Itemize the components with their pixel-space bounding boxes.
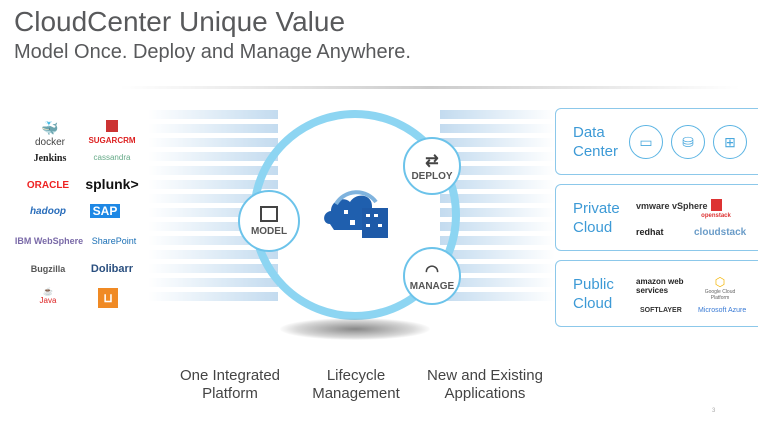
divider [120,86,740,89]
network-icon: ⊞ [713,125,747,159]
openstack-logo: openstack [696,199,736,219]
cloud-sync-icon: ⇄ [425,152,439,170]
right-stripes [440,110,555,310]
vmware-logo: vmware vSphere [636,201,708,211]
sharepoint-logo: SharePoint [91,236,137,246]
window-icon [260,205,278,222]
softlayer-logo: SOFTLAYER [640,307,682,314]
manage-node[interactable]: ◠ MANAGE [403,247,461,305]
cloudstack-logo: cloudstack [694,227,747,238]
deploy-node[interactable]: ⇄ DEPLOY [403,137,461,195]
splunk-logo: splunk> [85,176,139,192]
deploy-label: DEPLOY [411,170,453,182]
websphere-logo: IBM WebSphere [14,236,84,246]
left-stripes [148,110,278,310]
slide-title: CloudCenter Unique Value [14,6,346,37]
hadoop-logo: hadoop [29,206,67,217]
slide-subtitle: Model Once. Deploy and Manage Anywhere. [14,41,411,63]
cloudcenter-icon [322,190,392,242]
dolibarr-logo: Dolibarr [90,263,134,275]
gauge-icon: ◠ [425,262,439,280]
sugarcrm-logo: SUGARCRM [82,120,142,146]
storage-icon: ⛁ [671,125,705,159]
server-icon: ▭ [629,125,663,159]
aws-logo: amazon web services [636,277,684,295]
bugzilla-logo: Bugzilla [30,264,66,274]
sap-logo: SAP [90,204,120,218]
platform-shadow [280,318,430,340]
oracle-logo: ORACLE [26,180,70,191]
model-node[interactable]: MODEL [238,190,300,252]
model-label: MODEL [250,225,288,237]
manage-label: MANAGE [409,280,455,292]
docker-logo: 🐳docker [34,120,65,148]
jenkins-logo: Jenkins [33,153,67,164]
azure-logo: Microsoft Azure [698,307,747,314]
java-logo: ☕Java [39,287,57,305]
page-number: 3 [712,408,716,414]
cassandra-logo: cassandra [93,153,131,162]
google-cloud-logo: ⬡Google Cloud Platform [704,275,736,301]
app-logo-orange: ⊔ [98,288,118,308]
redhat-logo: redhat [636,227,664,237]
